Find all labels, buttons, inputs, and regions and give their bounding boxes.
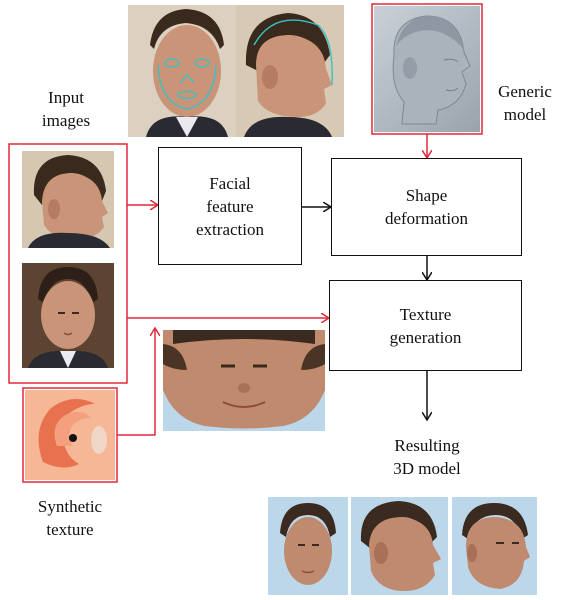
- input-profile-photo: [22, 151, 114, 248]
- shape-deformation-label: Shape deformation: [384, 186, 469, 228]
- synthetic-texture-label: Synthetic texture: [37, 497, 103, 539]
- input-images-frame: [8, 143, 128, 384]
- resulting-model-label: Resulting 3D model: [393, 436, 461, 478]
- frontal-photo-drawing: [22, 263, 114, 368]
- result-side-view: [351, 497, 448, 595]
- generic-model-frame: [371, 3, 483, 135]
- generic-head-drawing: [392, 15, 471, 125]
- synthetic-texture-frame: [22, 387, 118, 483]
- generic-model-label: Generic model: [498, 82, 552, 124]
- profile-photo-drawing: [22, 151, 114, 248]
- result-side-drawing: [351, 497, 448, 595]
- result-three-quarter-view: [452, 497, 537, 595]
- result-front-view: [268, 497, 348, 595]
- arrow-synthetic-to-texture: [117, 328, 155, 436]
- texture-generation-label: Texture generation: [389, 304, 462, 347]
- texture-map-image: [163, 330, 325, 431]
- input-images-label: Input images: [41, 88, 91, 130]
- input-frontal-photo: [22, 263, 114, 368]
- feature-points-drawing: [128, 5, 344, 137]
- result-three-quarter-drawing: [452, 497, 537, 595]
- result-front-drawing: [268, 497, 348, 595]
- box-texture-generation: Texture generation: [329, 280, 522, 371]
- generic-model-image: [374, 6, 480, 132]
- synthetic-texture-drawing: [25, 390, 115, 480]
- texture-map-drawing: [163, 330, 325, 431]
- box-shape-deformation: Shape deformation: [331, 158, 522, 256]
- feature-extraction-label: Facial feature extraction: [196, 173, 264, 239]
- synthetic-texture-image: [25, 390, 115, 480]
- box-feature-extraction: Facial feature extraction: [158, 147, 302, 265]
- feature-points-photo: [128, 5, 344, 137]
